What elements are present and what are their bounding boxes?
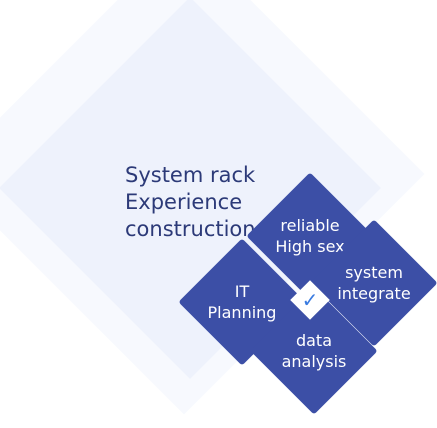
tile-label-line-1: data — [295, 331, 333, 350]
center-badge: ✓ — [290, 280, 330, 320]
title-line-2: Experience — [125, 190, 243, 214]
tile-label-line-2: High sex — [275, 237, 345, 256]
tile-system-integrate: system integrate — [310, 219, 437, 347]
checkmark-icon: ✓ — [301, 288, 319, 312]
tile-label-line-1: IT — [234, 282, 250, 301]
title-line-1: System rack — [125, 163, 256, 187]
tile-data-analysis: data analysis — [250, 287, 378, 415]
tile-label: system integrate — [310, 219, 437, 347]
tile-label-line-1: reliable — [280, 216, 340, 235]
tile-label: reliable High sex — [246, 172, 374, 300]
tile-label-line-1: system — [345, 263, 403, 282]
tile-label: IT Planning — [178, 238, 306, 366]
diagram-title: System rack Experience construction — [125, 162, 325, 243]
tile-label-line-2: Planning — [207, 303, 277, 322]
tile-it-planning: IT Planning — [178, 238, 306, 366]
tile-label-line-2: analysis — [281, 352, 347, 371]
title-line-3: construction — [125, 217, 256, 241]
tile-reliable: reliable High sex — [246, 172, 374, 300]
tile-label: data analysis — [250, 287, 378, 415]
tile-label-line-2: integrate — [337, 284, 411, 303]
